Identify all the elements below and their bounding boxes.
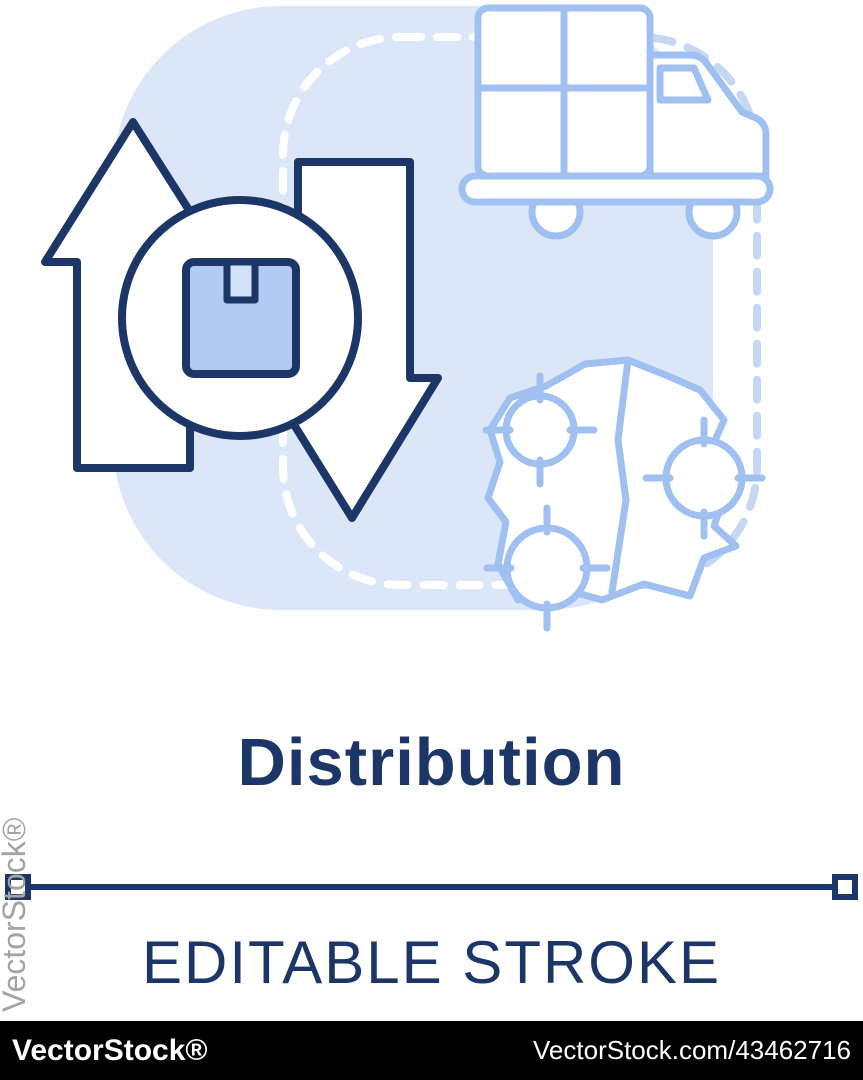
side-watermark: VectorStock® [0, 817, 32, 1012]
editable-stroke-label: EDITABLE STROKE [141, 929, 722, 996]
editable-stroke-line [5, 874, 858, 900]
package-tape [223, 258, 259, 304]
footer-brand: VectorStock® [12, 1033, 208, 1067]
target-crosshair-2 [642, 416, 766, 540]
stroke-line [31, 884, 832, 890]
map-location-targets-icon [482, 356, 766, 632]
package-box-circle-icon [118, 196, 362, 440]
stroke-endpoint-left [5, 874, 31, 900]
delivery-truck-icon [458, 4, 774, 240]
truck-window [656, 64, 712, 104]
footer-image-url: VectorStock.com/43462716 [533, 1035, 851, 1065]
stroke-endpoint-right [832, 874, 858, 900]
truck-platform [458, 172, 774, 206]
map-fold-line [608, 356, 632, 596]
concept-title: Distribution [237, 725, 626, 800]
target-crosshair-1 [482, 372, 598, 488]
target-crosshair-3 [483, 504, 611, 632]
footer-bar: VectorStock® VectorStock.com/43462716 [0, 1021, 863, 1080]
distribution-concept-illustration [41, 4, 774, 632]
